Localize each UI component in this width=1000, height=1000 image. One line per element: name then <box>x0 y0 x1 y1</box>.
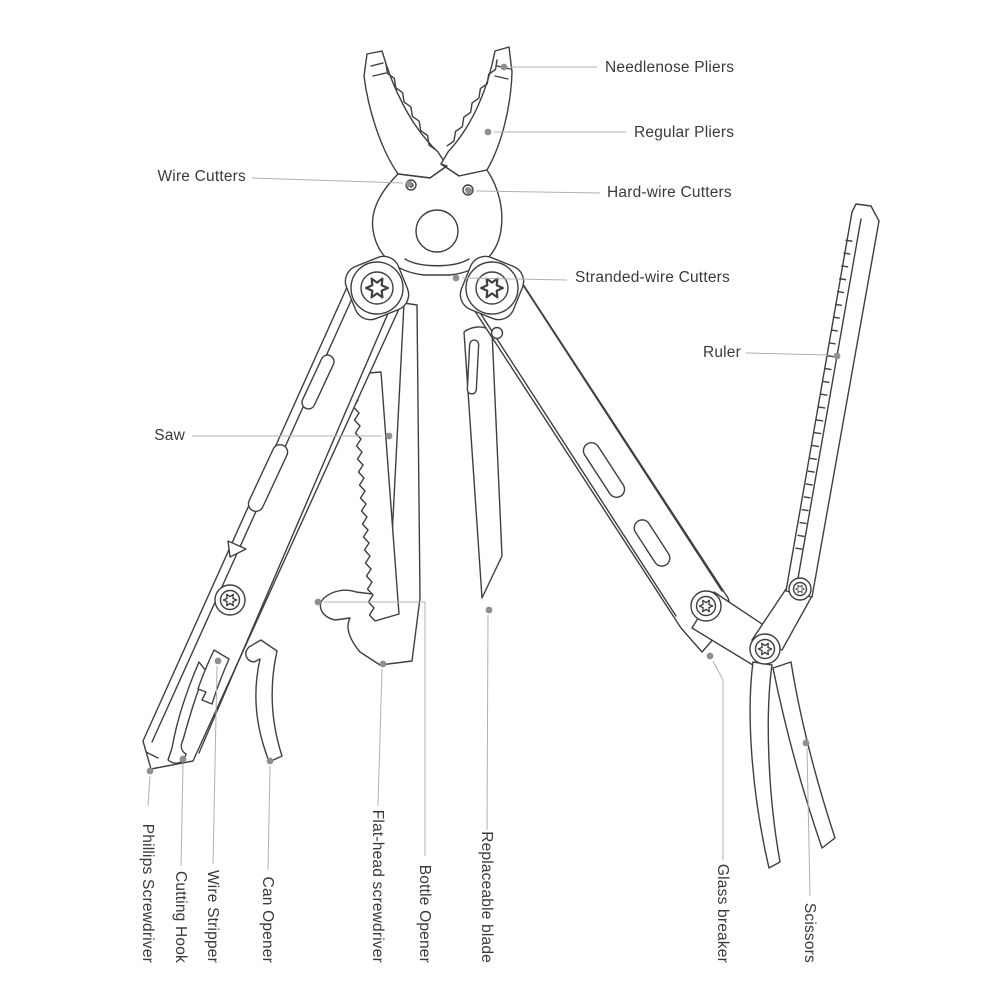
wire-stripper-tool <box>197 649 230 705</box>
handle-screw-left <box>214 584 246 616</box>
dot-stranded-wire-cutters <box>452 274 460 282</box>
label-cutting-hook: Cutting Hook <box>172 871 189 963</box>
right-handle <box>466 266 731 653</box>
dot-ruler <box>833 352 841 360</box>
leader-phillips-screwdriver <box>147 775 151 807</box>
dot-phillips-screwdriver <box>146 767 154 775</box>
can-opener-tool <box>245 639 283 763</box>
handle-screw-right <box>690 590 722 622</box>
dot-glass-breaker <box>706 652 714 660</box>
tool-drawing <box>142 46 880 869</box>
saw-blade <box>350 371 400 622</box>
leader-ruler <box>745 352 831 356</box>
callout-dots <box>146 63 841 775</box>
label-saw: Saw <box>154 427 185 444</box>
ruler-arm <box>785 203 880 598</box>
needlenose-jaw-left <box>363 50 448 179</box>
dot-saw <box>385 432 393 440</box>
dot-wire-stripper <box>214 657 222 665</box>
dot-can-opener <box>266 757 274 765</box>
label-regular-pliers: Regular Pliers <box>634 124 734 141</box>
label-wire-cutters: Wire Cutters <box>157 168 246 185</box>
label-ruler: Ruler <box>703 344 741 361</box>
dot-bottle-opener <box>314 598 322 606</box>
scissors-shape <box>691 585 836 869</box>
labels: Needlenose Pliers Regular Pliers Wire Cu… <box>139 59 818 963</box>
scissors-pivot-screw <box>749 633 781 665</box>
leader-wire-stripper <box>212 665 218 865</box>
label-scissors: Scissors <box>801 903 818 963</box>
leader-stranded-wire-cutters <box>461 277 568 281</box>
label-can-opener: Can Opener <box>259 877 276 963</box>
cutting-hook-tool <box>167 661 207 764</box>
leader-hard-wire-cutters <box>475 190 601 194</box>
dot-needlenose-pliers <box>500 63 508 71</box>
ruler-joint-screw <box>788 577 812 601</box>
leader-can-opener <box>267 765 271 871</box>
dot-flat-head-screwdriver <box>379 660 387 668</box>
label-replaceable-blade: Replaceable blade <box>478 831 495 963</box>
dot-cutting-hook <box>179 755 187 763</box>
leader-flat-head-screwdriver <box>377 668 383 807</box>
leader-lines <box>147 66 831 897</box>
left-handle <box>142 262 405 770</box>
label-stranded-wire-cutters: Stranded-wire Cutters <box>575 269 730 286</box>
dot-regular-pliers <box>484 128 492 136</box>
label-hard-wire-cutters: Hard-wire Cutters <box>607 184 732 201</box>
label-bottle-opener: Bottle Opener <box>416 865 433 963</box>
label-glass-breaker: Glass breaker <box>714 864 731 963</box>
dot-wire-cutters <box>405 180 413 188</box>
dot-replaceable-blade <box>485 606 493 614</box>
leader-cutting-hook <box>180 763 184 867</box>
label-needlenose-pliers: Needlenose Pliers <box>605 59 734 76</box>
leader-scissors <box>806 747 811 897</box>
label-wire-stripper: Wire Stripper <box>204 870 221 963</box>
dot-scissors <box>802 739 810 747</box>
leader-wire-cutters <box>251 177 404 184</box>
dot-hard-wire-cutters <box>465 187 473 195</box>
pivot-screw-left <box>350 261 404 315</box>
leader-glass-breaker <box>712 660 724 860</box>
replaceable-blade-shape <box>463 326 503 599</box>
pivot-screw-right <box>465 261 519 315</box>
label-flat-head-screwdriver: Flat-head screwdriver <box>369 810 386 963</box>
label-phillips-screwdriver: Phillips Screwdriver <box>139 824 156 963</box>
leader-bottle-opener <box>324 601 426 856</box>
leader-replaceable-blade <box>486 614 489 831</box>
